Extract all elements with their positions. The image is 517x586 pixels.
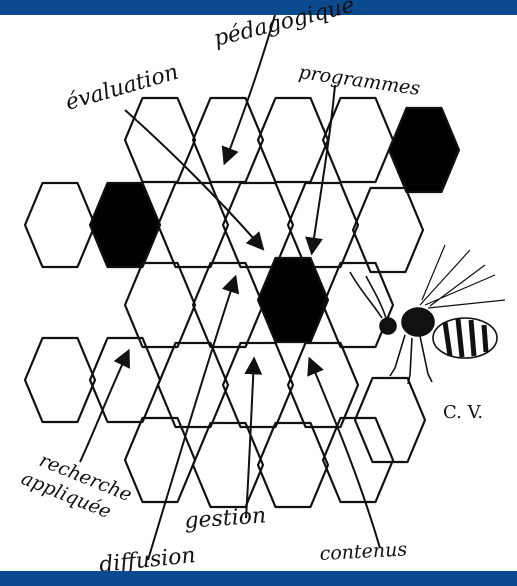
honeycomb-cell-filled bbox=[90, 183, 160, 267]
honeycomb-cell-filled bbox=[389, 108, 459, 192]
honeycomb-cell bbox=[288, 183, 358, 267]
honeycomb-cell bbox=[25, 183, 95, 267]
honeycomb-cell bbox=[193, 423, 263, 507]
label-gestion: gestion bbox=[184, 503, 267, 534]
honeycomb-cell bbox=[323, 418, 393, 502]
honeycomb-cell bbox=[158, 183, 228, 267]
honeycomb-cell bbox=[193, 263, 263, 347]
bottom-bar bbox=[0, 571, 517, 586]
label-pedagogique: pédagogique bbox=[211, 0, 357, 52]
arrow-recherche bbox=[80, 352, 128, 462]
honeycomb-cell bbox=[125, 98, 195, 182]
signature: C. V. bbox=[443, 402, 483, 423]
honeycomb-cell bbox=[323, 263, 393, 347]
honeycomb-cell bbox=[25, 338, 95, 422]
label-programmes: programmes bbox=[297, 61, 421, 100]
honeycomb-cell bbox=[258, 423, 328, 507]
honeycomb-cell-filled bbox=[258, 258, 328, 342]
honeycomb-cell bbox=[223, 183, 293, 267]
label-evaluation: évaluation bbox=[63, 60, 182, 116]
honeycomb-cell bbox=[288, 343, 358, 427]
label-contenus: contenus bbox=[319, 538, 408, 565]
honeycomb-cell bbox=[258, 98, 328, 182]
honeycomb-cell bbox=[193, 98, 263, 182]
bee-drawing bbox=[350, 245, 505, 384]
honeycomb-cell bbox=[323, 98, 393, 182]
honeycomb-cell bbox=[90, 338, 160, 422]
honeycomb-cell bbox=[125, 418, 195, 502]
honeycomb-cell bbox=[355, 378, 425, 462]
honeycomb-cell bbox=[353, 188, 423, 272]
honeycomb-cell bbox=[223, 343, 293, 427]
honeycomb-cell bbox=[125, 263, 195, 347]
